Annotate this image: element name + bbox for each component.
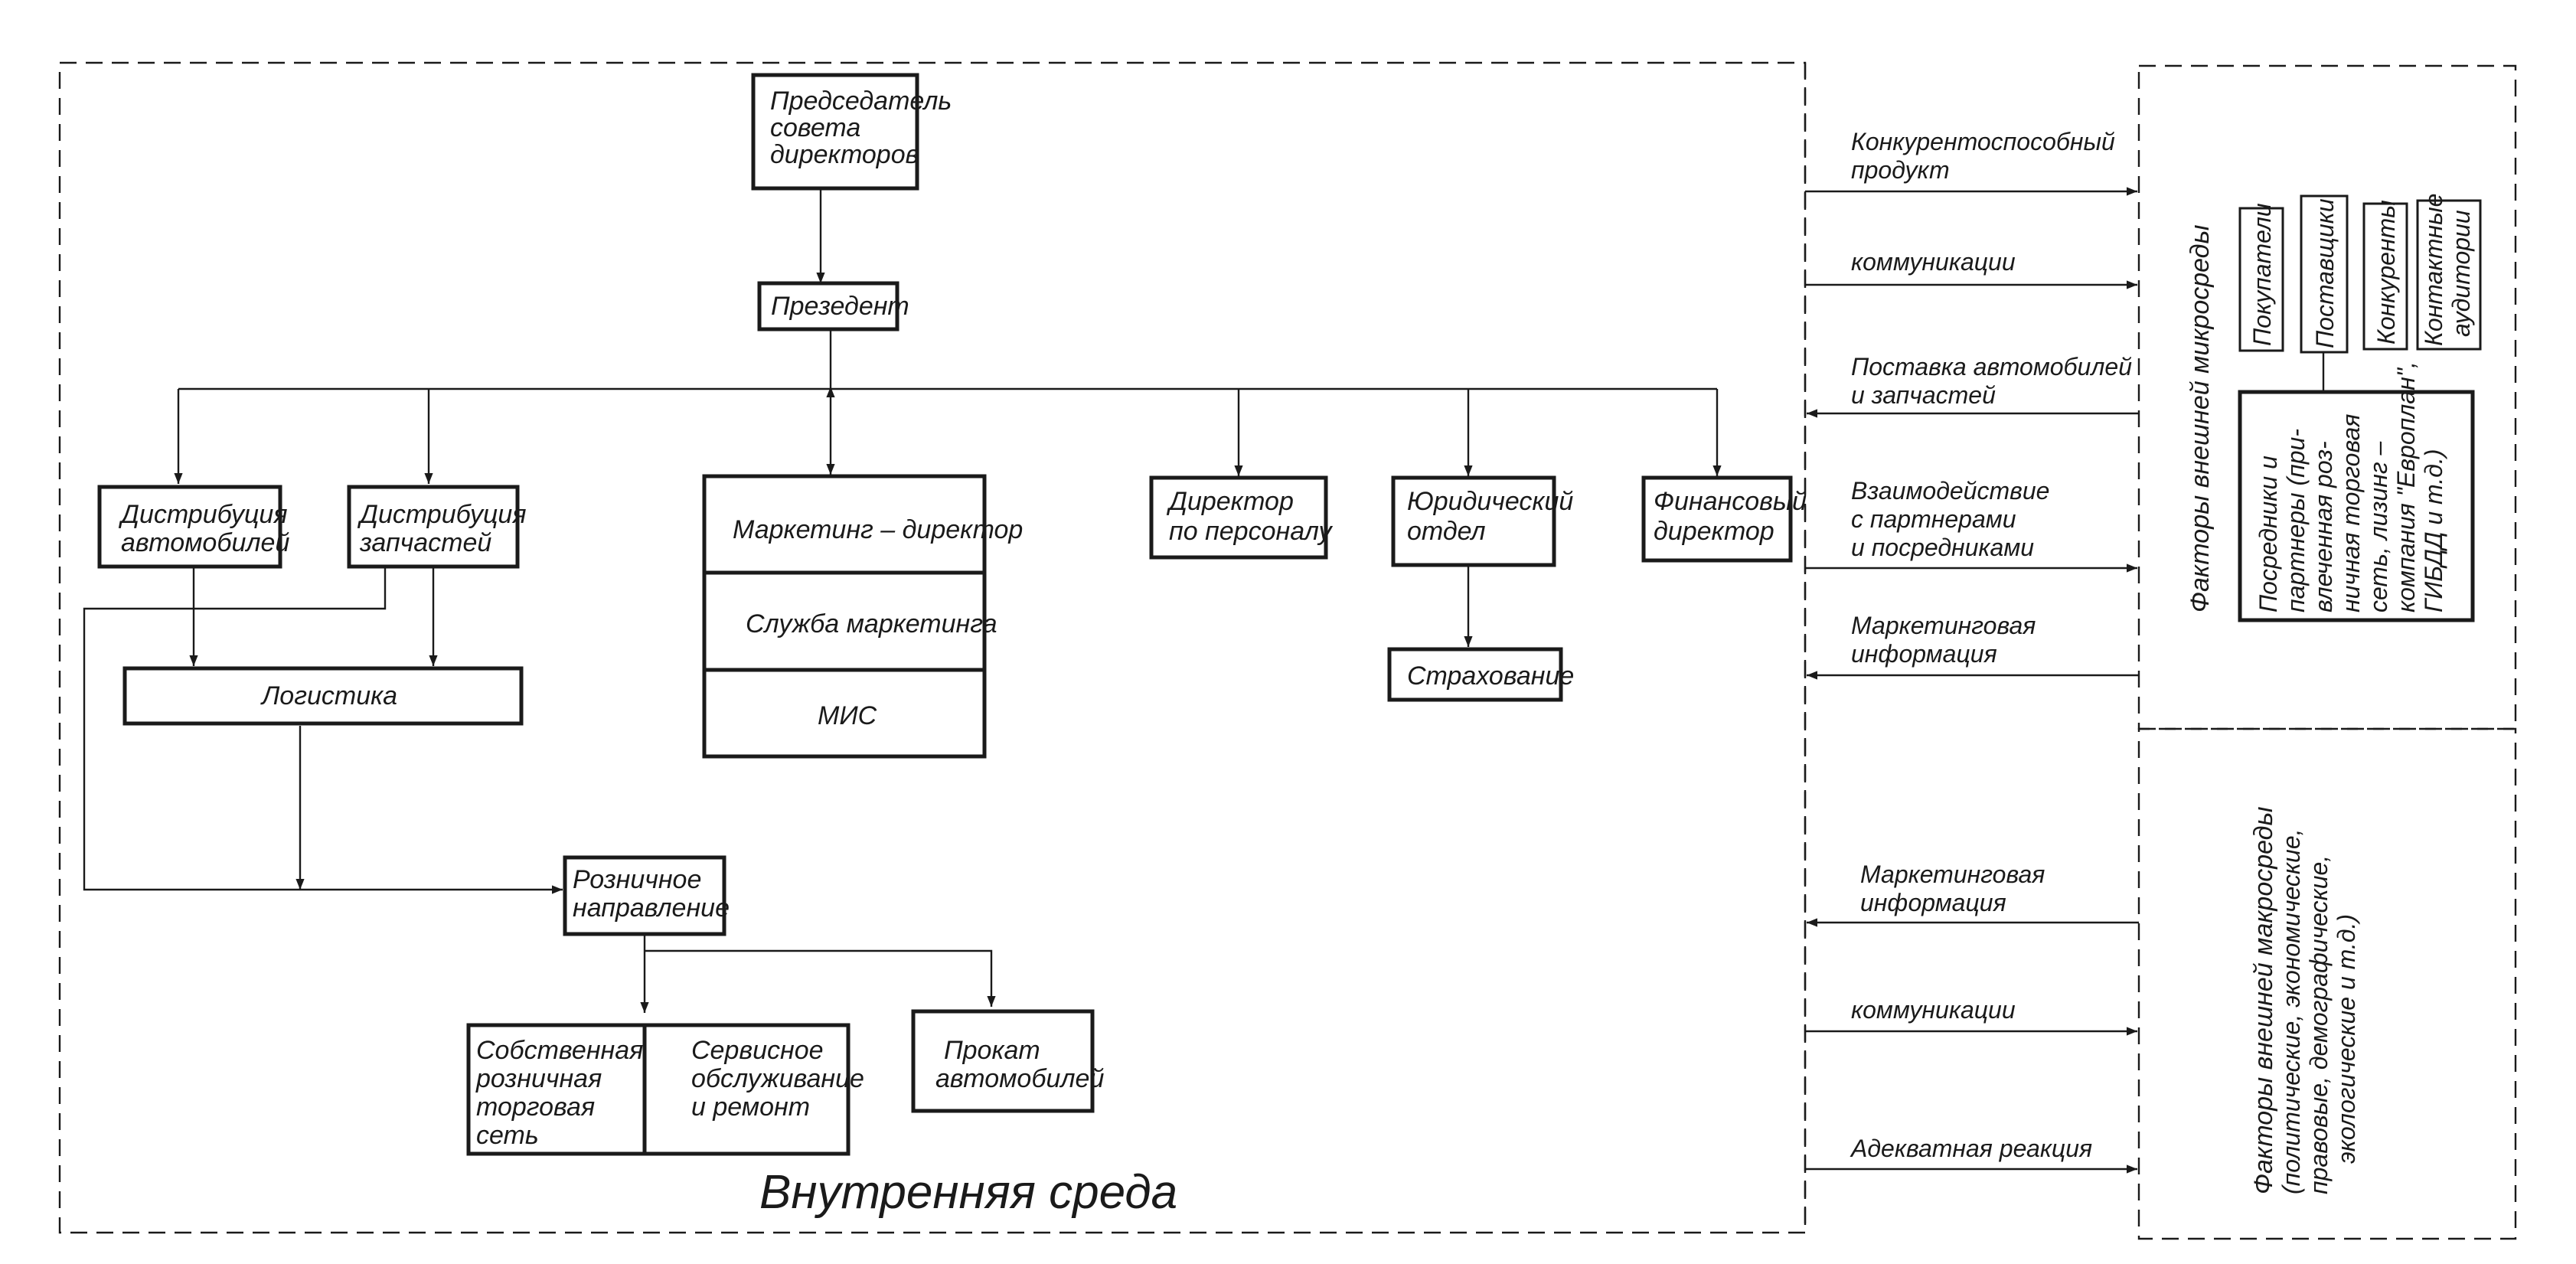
dist-cars-box: Дистрибуция автомобилей [97, 485, 289, 569]
svg-text:аудитории: аудитории [2447, 210, 2475, 337]
svg-text:совета: совета [770, 113, 860, 142]
svg-text:с партнерами: с партнерами [1851, 505, 2016, 533]
suppliers-box: Поставщики [2300, 194, 2349, 354]
svg-text:сеть, лизинг –: сеть, лизинг – [2365, 442, 2392, 613]
svg-text:Розничное: Розничное [573, 865, 701, 894]
svg-text:Маркетинговая: Маркетинговая [1851, 612, 2036, 639]
svg-text:информация: информация [1851, 640, 1997, 668]
macro-environment-title: Факторы внешней макросреды [2249, 807, 2278, 1195]
svg-text:и запчастей: и запчастей [1851, 381, 1996, 409]
logistics-box: Логистика [122, 666, 524, 726]
dist-parts-box: Дистрибуция запчастей [347, 485, 527, 569]
flow-marketing-info-top: Маркетинговая информация [1807, 612, 2139, 680]
chairman-box: Председатель совета директоров [751, 73, 952, 191]
svg-text:компания "Европлан",: компания "Европлан", [2392, 361, 2420, 612]
svg-text:Дистрибуция: Дистрибуция [118, 500, 288, 529]
competitors-box: Конкуренты [2362, 200, 2408, 351]
svg-text:Контактные: Контактные [2420, 194, 2447, 346]
svg-text:директор: директор [1654, 517, 1774, 546]
flow-marketing-info-bottom: Маркетинговая информация [1807, 861, 2139, 927]
svg-text:правовые, демографические,: правовые, демографические, [2305, 855, 2333, 1194]
internal-environment-label: Внутренняя среда [759, 1166, 1177, 1219]
mis-label: МИС [818, 701, 877, 730]
macro-environment-frame [2137, 727, 2517, 1240]
svg-text:Директор: Директор [1166, 487, 1294, 516]
svg-text:Финансовый: Финансовый [1654, 487, 1807, 516]
svg-text:и посредниками: и посредниками [1851, 534, 2034, 561]
svg-text:Юридический: Юридический [1407, 487, 1573, 516]
buyers-box: Покупатели [2238, 203, 2284, 352]
marketing-director-label: Маркетинг – директор [733, 515, 1023, 544]
svg-text:сеть: сеть [476, 1121, 539, 1150]
svg-text:ничная торговая: ничная торговая [2337, 414, 2365, 612]
svg-text:Взаимодействие: Взаимодействие [1851, 477, 2049, 505]
svg-text:Прокат: Прокат [944, 1036, 1040, 1065]
svg-text:розничная: розничная [475, 1064, 602, 1093]
svg-text:направление: направление [573, 893, 730, 923]
svg-text:Покупатели: Покупатели [2248, 203, 2276, 346]
svg-text:Маркетинговая: Маркетинговая [1860, 861, 2045, 888]
svg-text:продукт: продукт [1851, 156, 1950, 184]
svg-text:Председатель: Председатель [770, 87, 952, 116]
svg-text:директоров: директоров [770, 140, 919, 169]
svg-text:ГИБДД и т.д.): ГИБДД и т.д.) [2420, 449, 2447, 612]
svg-text:информация: информация [1860, 889, 2006, 916]
svg-text:Адекватная реакция: Адекватная реакция [1850, 1135, 2092, 1162]
svg-text:обслуживание: обслуживание [691, 1064, 864, 1093]
own-retail-service-block: Собственная розничная торговая сеть Серв… [466, 1023, 864, 1156]
svg-text:Поставщики: Поставщики [2311, 198, 2339, 348]
svg-text:Поставка автомобилей: Поставка автомобилей [1851, 353, 2132, 381]
contact-audiences-box: Контактные аудитории [2416, 194, 2482, 351]
svg-text:Дистрибуция: Дистрибуция [357, 500, 527, 529]
insurance-box: Страхование [1387, 647, 1574, 702]
connectors [83, 188, 2325, 1013]
svg-text:запчастей: запчастей [359, 528, 491, 557]
svg-text:(политические, экономические,: (политические, экономические, [2277, 828, 2305, 1194]
svg-text:автомобилей: автомобилей [121, 528, 289, 557]
retail-box: Розничное направление [563, 855, 730, 936]
svg-text:Конкурентоспособный: Конкурентоспособный [1851, 128, 2115, 155]
svg-text:коммуникации: коммуникации [1851, 996, 2016, 1024]
hr-director-box: Директор по персоналу [1149, 475, 1334, 560]
svg-text:Презедент: Презедент [771, 292, 909, 321]
svg-text:отдел: отдел [1407, 517, 1486, 546]
svg-text:Логистика: Логистика [260, 681, 397, 710]
flow-adequate-response: Адекватная реакция [1805, 1135, 2137, 1174]
legal-dept-box: Юридический отдел [1391, 475, 1573, 567]
flow-communications-bottom: коммуникации [1805, 996, 2137, 1036]
svg-text:Страхование: Страхование [1407, 661, 1574, 691]
svg-text:и ремонт: и ремонт [691, 1093, 810, 1122]
marketing-block: Маркетинг – директор Служба маркетинга М… [702, 474, 1023, 759]
flow-communications-top: коммуникации [1805, 248, 2137, 289]
micro-environment-title: Факторы внешней микросреды [2186, 225, 2215, 613]
svg-text:Посредники и: Посредники и [2254, 456, 2282, 612]
marketing-service-label: Служба маркетинга [746, 609, 997, 639]
president-box: Презедент [757, 281, 909, 332]
rental-box: Прокат автомобилей [911, 1009, 1104, 1113]
svg-text:Сервисное: Сервисное [691, 1036, 824, 1065]
finance-director-box: Финансовый директор [1641, 475, 1807, 563]
svg-text:Конкуренты: Конкуренты [2372, 200, 2400, 345]
svg-text:автомобилей: автомобилей [935, 1064, 1104, 1093]
macro-environment-labels: Факторы внешней макросреды (политические… [2249, 807, 2360, 1195]
svg-text:по персоналу: по персоналу [1169, 517, 1334, 546]
svg-text:Собственная: Собственная [476, 1036, 643, 1065]
svg-text:коммуникации: коммуникации [1851, 248, 2016, 276]
intermediaries-box: Посредники и партнеры (при- влеченная ро… [2238, 361, 2475, 622]
flow-partner-interaction: Взаимодействие с партнерами и посредника… [1805, 477, 2137, 573]
svg-text:влеченная роз-: влеченная роз- [2310, 441, 2337, 612]
svg-text:торговая: торговая [476, 1093, 595, 1122]
svg-text:экологические и т.д.): экологические и т.д.) [2333, 914, 2360, 1164]
svg-text:партнеры (при-: партнеры (при- [2282, 429, 2310, 612]
flow-competitive-product: Конкурентоспособный продукт [1805, 128, 2137, 196]
flow-supply: Поставка автомобилей и запчастей [1807, 353, 2139, 418]
